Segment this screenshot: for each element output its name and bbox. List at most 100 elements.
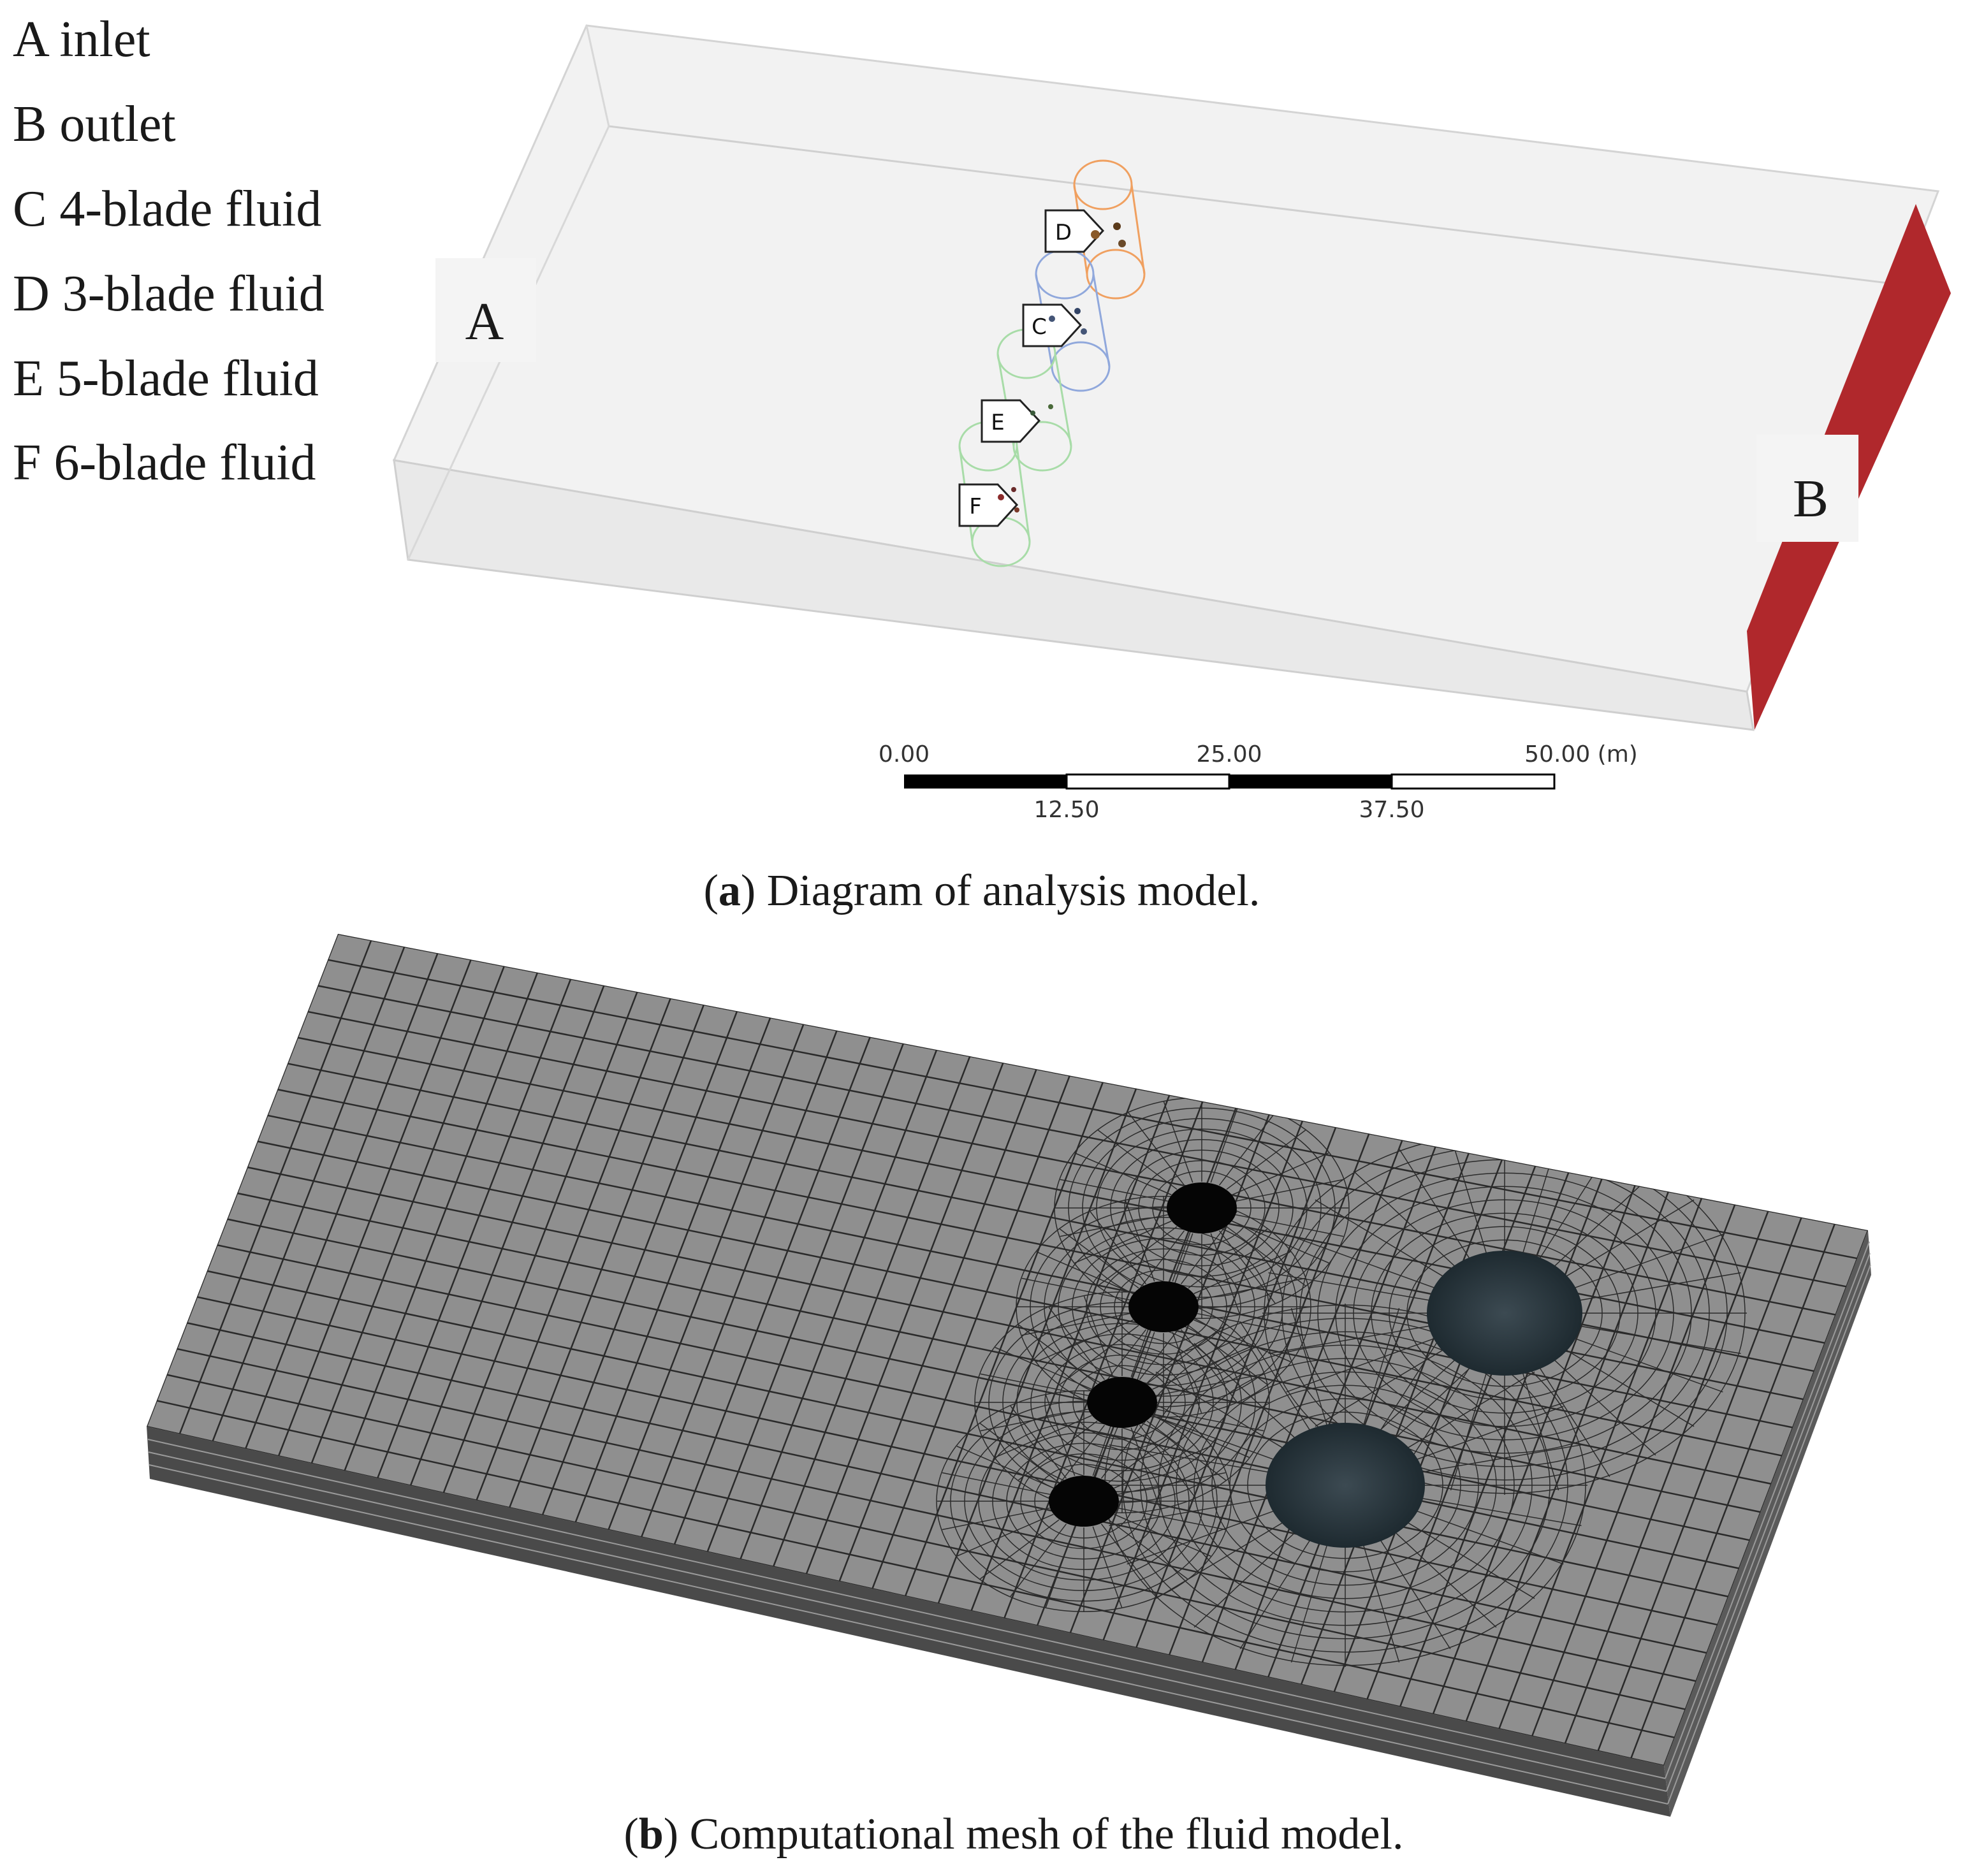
mesh-spoke xyxy=(1415,1406,1564,1461)
channel-front-face xyxy=(393,459,1755,731)
mesh-spoke xyxy=(1155,1408,1264,1432)
mesh-spoke xyxy=(1193,1530,1297,1628)
scale-label: 12.50 xyxy=(1033,797,1099,823)
mesh-spoke xyxy=(980,1373,1089,1397)
mesh-spoke xyxy=(1552,1170,1656,1269)
mesh-spoke xyxy=(1048,1307,1106,1380)
scale-label: 50.00 (m) xyxy=(1524,741,1638,767)
mesh-spoke xyxy=(1045,1395,1076,1476)
mesh-spoke xyxy=(1415,1509,1564,1565)
mesh-spoke xyxy=(1362,1541,1400,1663)
mesh-spoke xyxy=(1353,1170,1457,1269)
legend-item-b: B outlet xyxy=(13,96,176,152)
mesh-spoke xyxy=(1565,1199,1695,1277)
mesh-spoke xyxy=(1197,1277,1306,1301)
mesh-line xyxy=(177,1348,1697,1682)
mesh-spoke xyxy=(1210,1233,1241,1314)
mesh-spoke xyxy=(1574,1233,1723,1289)
rotor-hole xyxy=(1167,1182,1237,1233)
turbine-tag-c: C xyxy=(1022,303,1087,347)
mesh-line xyxy=(970,1094,1171,1611)
mesh-line xyxy=(1630,1223,1835,1759)
mesh-line xyxy=(673,1036,871,1545)
legend-item-d: D 3-blade fluid xyxy=(13,266,325,322)
mesh-spoke xyxy=(1109,1444,1270,1473)
mesh-line xyxy=(147,934,339,1427)
mesh-line xyxy=(640,1030,838,1538)
mesh-spoke xyxy=(1393,1530,1497,1628)
mesh-spoke xyxy=(1290,1307,1329,1429)
mesh-spoke xyxy=(1552,1358,1656,1456)
mesh-line xyxy=(508,1004,705,1508)
mesh-spoke xyxy=(1036,1319,1134,1362)
mesh-spoke xyxy=(1114,1446,1211,1489)
mesh-line xyxy=(212,946,405,1442)
mesh-line xyxy=(872,1075,1070,1589)
scale-bar: 0.00 25.00 50.00 (m) 12.50 37.50 xyxy=(879,741,1638,823)
mesh-spoke xyxy=(1130,1427,1161,1509)
mesh-spoke xyxy=(1155,1371,1285,1450)
mesh-line xyxy=(307,1010,1836,1316)
legend-item-a: A inlet xyxy=(13,11,150,68)
mesh-spoke xyxy=(1399,1149,1471,1261)
mesh-line xyxy=(838,1068,1037,1582)
mesh-spoke xyxy=(1232,1220,1329,1263)
mesh-spoke xyxy=(1239,1321,1312,1433)
mesh-line xyxy=(937,1088,1137,1604)
mesh-line xyxy=(245,952,439,1450)
mesh-line xyxy=(267,1114,1793,1429)
outlet-label-box xyxy=(1756,435,1858,542)
mesh-line xyxy=(1399,1178,1603,1707)
mesh-spoke xyxy=(1125,1200,1155,1282)
mesh-spoke xyxy=(1152,1347,1250,1390)
mesh-spoke xyxy=(1146,1420,1227,1481)
mesh-spoke xyxy=(1420,1497,1582,1527)
channel-edge xyxy=(608,125,1920,288)
mesh-spoke xyxy=(1405,1371,1535,1450)
mesh-spoke xyxy=(1092,1526,1123,1608)
mesh-spoke xyxy=(1059,1228,1139,1289)
mesh-spoke xyxy=(956,1446,1054,1489)
mesh-spoke xyxy=(1074,1153,1172,1196)
mesh-spoke xyxy=(1128,1112,1185,1186)
scale-label: 37.50 xyxy=(1359,797,1424,823)
inlet-label: A xyxy=(465,292,504,351)
mesh-line xyxy=(327,959,1858,1260)
mesh-line xyxy=(1300,1159,1503,1685)
mesh-line xyxy=(1267,1153,1470,1678)
mesh-spoke xyxy=(1180,1329,1237,1402)
mesh-spoke xyxy=(1155,1373,1264,1397)
mesh-line xyxy=(186,1322,1707,1654)
mesh-spoke xyxy=(1100,1523,1158,1597)
mesh-line xyxy=(442,991,638,1494)
mesh-line xyxy=(217,1244,1740,1569)
mesh-spoke xyxy=(1090,1211,1147,1284)
mesh-line xyxy=(772,1056,971,1567)
mesh-line xyxy=(1465,1191,1670,1722)
mesh-spoke xyxy=(979,1423,1060,1483)
mesh-line xyxy=(740,1049,938,1560)
mesh-spoke xyxy=(1268,1272,1429,1301)
mesh-spoke xyxy=(1315,1349,1445,1427)
mesh-spoke xyxy=(1083,1296,1114,1378)
mesh-spoke xyxy=(1109,1497,1270,1527)
mesh-line xyxy=(904,1082,1104,1597)
svg-text:F: F xyxy=(969,494,982,520)
mesh-spoke xyxy=(1235,1214,1344,1237)
mesh-line xyxy=(317,985,1847,1288)
mesh-line xyxy=(1135,1126,1337,1648)
mesh-line xyxy=(1531,1204,1736,1737)
outlet-label: B xyxy=(1793,469,1828,528)
mesh-spoke xyxy=(1059,1325,1139,1385)
mesh-spoke xyxy=(1036,1251,1134,1295)
mesh-line xyxy=(541,1010,738,1516)
mesh-spoke xyxy=(1097,1130,1178,1190)
inlet-label-box xyxy=(435,258,536,362)
mesh-spoke xyxy=(1420,1444,1582,1473)
mesh-spoke xyxy=(995,1347,1092,1390)
mesh-line xyxy=(344,972,539,1471)
mesh-spoke xyxy=(1232,1153,1329,1196)
mesh-line xyxy=(476,998,671,1501)
scale-label: 25.00 xyxy=(1196,741,1262,767)
mesh-line xyxy=(196,1296,1718,1626)
